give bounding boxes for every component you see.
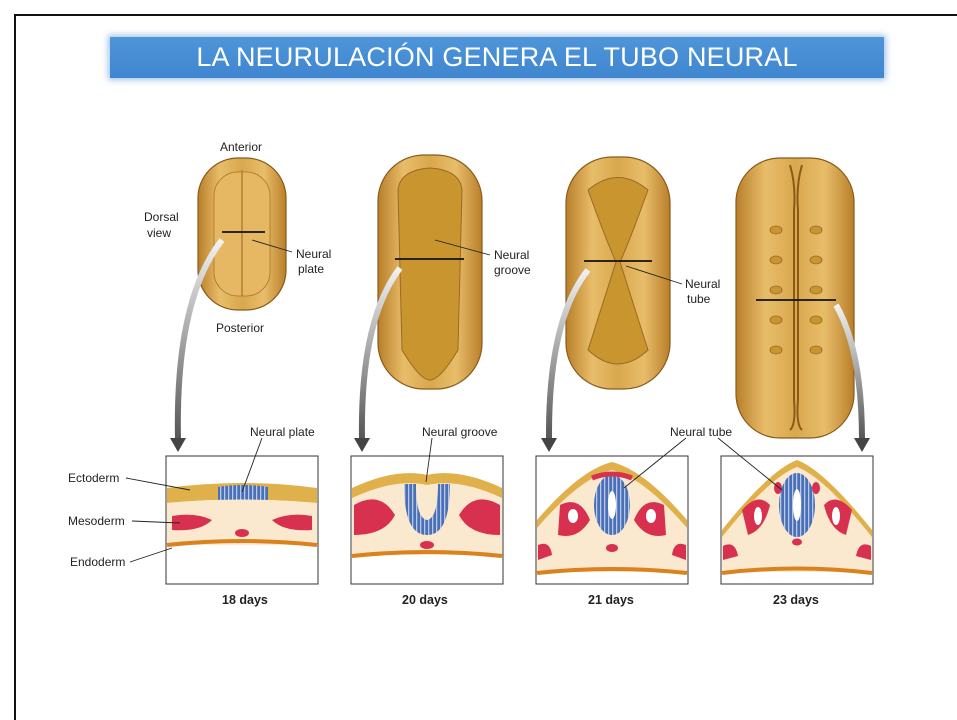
label-endoderm: Endoderm [70,555,125,569]
label-neural-groove-section: Neural groove [422,425,498,439]
label-neural-plate-embryo-2: plate [298,262,324,276]
embryo-18-days [198,158,286,310]
stage-label-23-days: 23 days [773,593,819,607]
section-21-days [536,456,688,584]
stage-label-20-days: 20 days [402,593,448,607]
embryo-23-days [736,158,854,438]
embryo-21-days [566,157,670,389]
label-neural-tube-embryo-1: Neural [685,277,720,291]
label-anterior: Anterior [220,140,262,154]
section-23-days [721,456,873,584]
label-neural-tube-section: Neural tube [670,425,732,439]
label-neural-plate-section: Neural plate [250,425,315,439]
label-dorsal: Dorsal [144,210,179,224]
label-neural-tube-embryo-2: tube [687,292,711,306]
label-ectoderm: Ectoderm [68,471,119,485]
label-neural-groove-embryo-2: groove [494,263,531,277]
label-mesoderm: Mesoderm [68,514,125,528]
label-neural-plate-embryo-1: Neural [296,247,331,261]
label-view: view [147,226,171,240]
label-neural-groove-embryo-1: Neural [494,248,529,262]
stage-label-21-days: 21 days [588,593,634,607]
section-18-days [166,456,318,584]
label-posterior: Posterior [216,321,264,335]
stage-label-18-days: 18 days [222,593,268,607]
